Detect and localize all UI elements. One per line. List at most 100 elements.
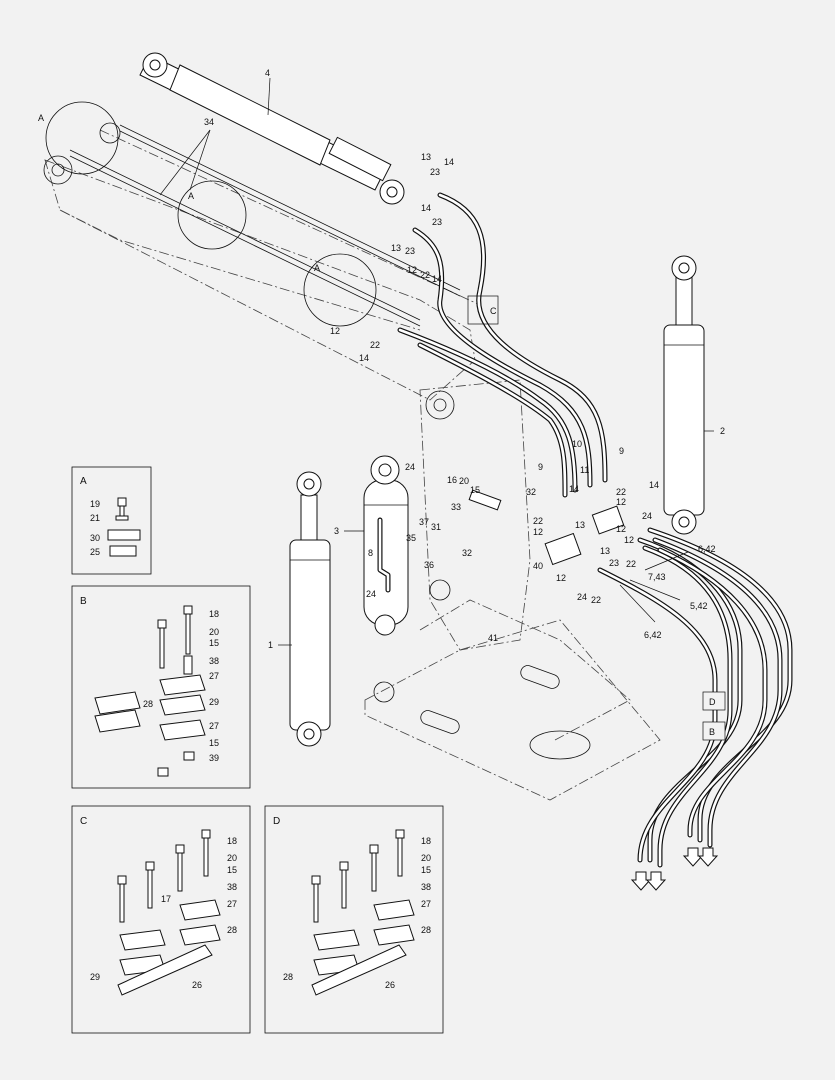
- callout-22: 22: [370, 340, 380, 350]
- callout-23: 23: [405, 246, 415, 256]
- box-b-label: 20: [209, 627, 219, 637]
- callout-c: C: [490, 306, 497, 316]
- callout-leaders: [159, 77, 714, 646]
- callout-5-42: 5,42: [690, 601, 708, 611]
- box-d-label: 18: [421, 836, 431, 846]
- box-d-label: 26: [385, 980, 395, 990]
- detail-box-a: A 19 21 30 25: [71, 466, 152, 575]
- callout-12: 12: [616, 497, 626, 507]
- callout-40: 40: [533, 561, 543, 571]
- callout-a: A: [314, 263, 320, 273]
- callout-6-42: 6,42: [698, 544, 716, 554]
- callout-14: 14: [649, 480, 659, 490]
- callout-24: 24: [405, 462, 415, 472]
- lower-hoses: [597, 527, 793, 891]
- callout-24: 24: [366, 589, 376, 599]
- hose-clamp-markers: [45, 101, 726, 741]
- box-b-label: 15: [209, 638, 219, 648]
- callout-12: 12: [556, 573, 566, 583]
- callout-23: 23: [609, 558, 619, 568]
- callout-11: 11: [580, 465, 589, 475]
- callout-4: 4: [265, 68, 270, 78]
- box-c-label: 26: [192, 980, 202, 990]
- callout-22: 22: [420, 270, 430, 280]
- box-b-label: 27: [209, 671, 219, 681]
- detail-box-d: D 18 20 15 38 27 28 28 26: [264, 805, 444, 1034]
- callout-12: 12: [330, 326, 340, 336]
- callout-1: 1: [268, 640, 273, 650]
- callout-12: 12: [407, 265, 417, 275]
- callout-14: 14: [432, 274, 442, 284]
- callout-9: 9: [619, 446, 624, 456]
- callout-15: 15: [470, 485, 480, 495]
- callout-14: 14: [444, 157, 454, 167]
- box-a-label: 21: [90, 513, 100, 523]
- box-c-label: 28: [227, 925, 237, 935]
- callout-23: 23: [430, 167, 440, 177]
- box-b-label: 29: [209, 697, 219, 707]
- box-d-title: D: [273, 816, 280, 827]
- callout-41: 41: [488, 633, 498, 643]
- box-a-label: 25: [90, 547, 100, 557]
- callout-22: 22: [626, 559, 636, 569]
- box-c-label: 15: [227, 865, 237, 875]
- box-c-label: 29: [90, 972, 100, 982]
- boom-cylinder-1: [289, 471, 331, 747]
- box-b-label: 18: [209, 609, 219, 619]
- arm-cylinder-hoses: [397, 192, 608, 498]
- detail-box-b: B 18 20 15 38 27 28 29 27 15 39: [71, 585, 251, 789]
- callout-33: 33: [451, 502, 461, 512]
- valve-block-40: [468, 489, 625, 566]
- box-c-label: 38: [227, 882, 237, 892]
- boom-cylinder-2: [663, 255, 705, 535]
- box-a-label: 19: [90, 499, 100, 509]
- callout-7-43: 7,43: [648, 572, 666, 582]
- callout-12: 12: [624, 535, 634, 545]
- upper-frame-outline: [364, 379, 661, 801]
- callout-labels: 4 2 1 3 8 34 A A A C 13 23 14 14 23 13 2…: [38, 68, 725, 737]
- callout-d: D: [709, 697, 716, 707]
- box-a-title: A: [80, 476, 87, 487]
- box-d-label: 28: [421, 925, 431, 935]
- box-b-label: 15: [209, 738, 219, 748]
- swing-cylinder-3: [363, 455, 409, 636]
- callout-20: 20: [459, 476, 469, 486]
- callout-31: 31: [431, 522, 441, 532]
- callout-12: 12: [533, 527, 543, 537]
- callout-13: 13: [391, 243, 401, 253]
- callout-23: 23: [432, 217, 442, 227]
- callout-16: 16: [447, 475, 457, 485]
- box-a-label: 30: [90, 533, 100, 543]
- box-d-label: 38: [421, 882, 431, 892]
- box-c-label: 27: [227, 899, 237, 909]
- callout-34: 34: [204, 117, 214, 127]
- callout-9: 9: [538, 462, 543, 472]
- callout-22: 22: [591, 595, 601, 605]
- callout-36: 36: [424, 560, 434, 570]
- callout-a: A: [38, 113, 44, 123]
- callout-14: 14: [359, 353, 369, 363]
- box-c-label: 20: [227, 853, 237, 863]
- callout-12: 12: [616, 524, 626, 534]
- callout-b: B: [709, 727, 715, 737]
- callout-35: 35: [406, 533, 416, 543]
- callout-14: 14: [421, 203, 431, 213]
- callout-24: 24: [642, 511, 652, 521]
- box-b-title: B: [80, 596, 87, 607]
- callout-24: 24: [577, 592, 587, 602]
- callout-13: 13: [575, 520, 585, 530]
- callout-a: A: [188, 191, 194, 201]
- callout-3: 3: [334, 526, 339, 536]
- box-b-label: 27: [209, 721, 219, 731]
- callout-22: 22: [533, 516, 543, 526]
- arm-cylinder-4: [139, 52, 405, 205]
- callout-32: 32: [526, 487, 536, 497]
- box-d-label: 15: [421, 865, 431, 875]
- detail-box-c: C 18 20 15 38 17 27 28 29 26: [71, 805, 251, 1034]
- callout-6-42: 6,42: [644, 630, 662, 640]
- boom-pipes-34: [69, 124, 461, 327]
- callout-37: 37: [419, 517, 429, 527]
- callout-22: 22: [616, 487, 626, 497]
- callout-13: 13: [421, 152, 431, 162]
